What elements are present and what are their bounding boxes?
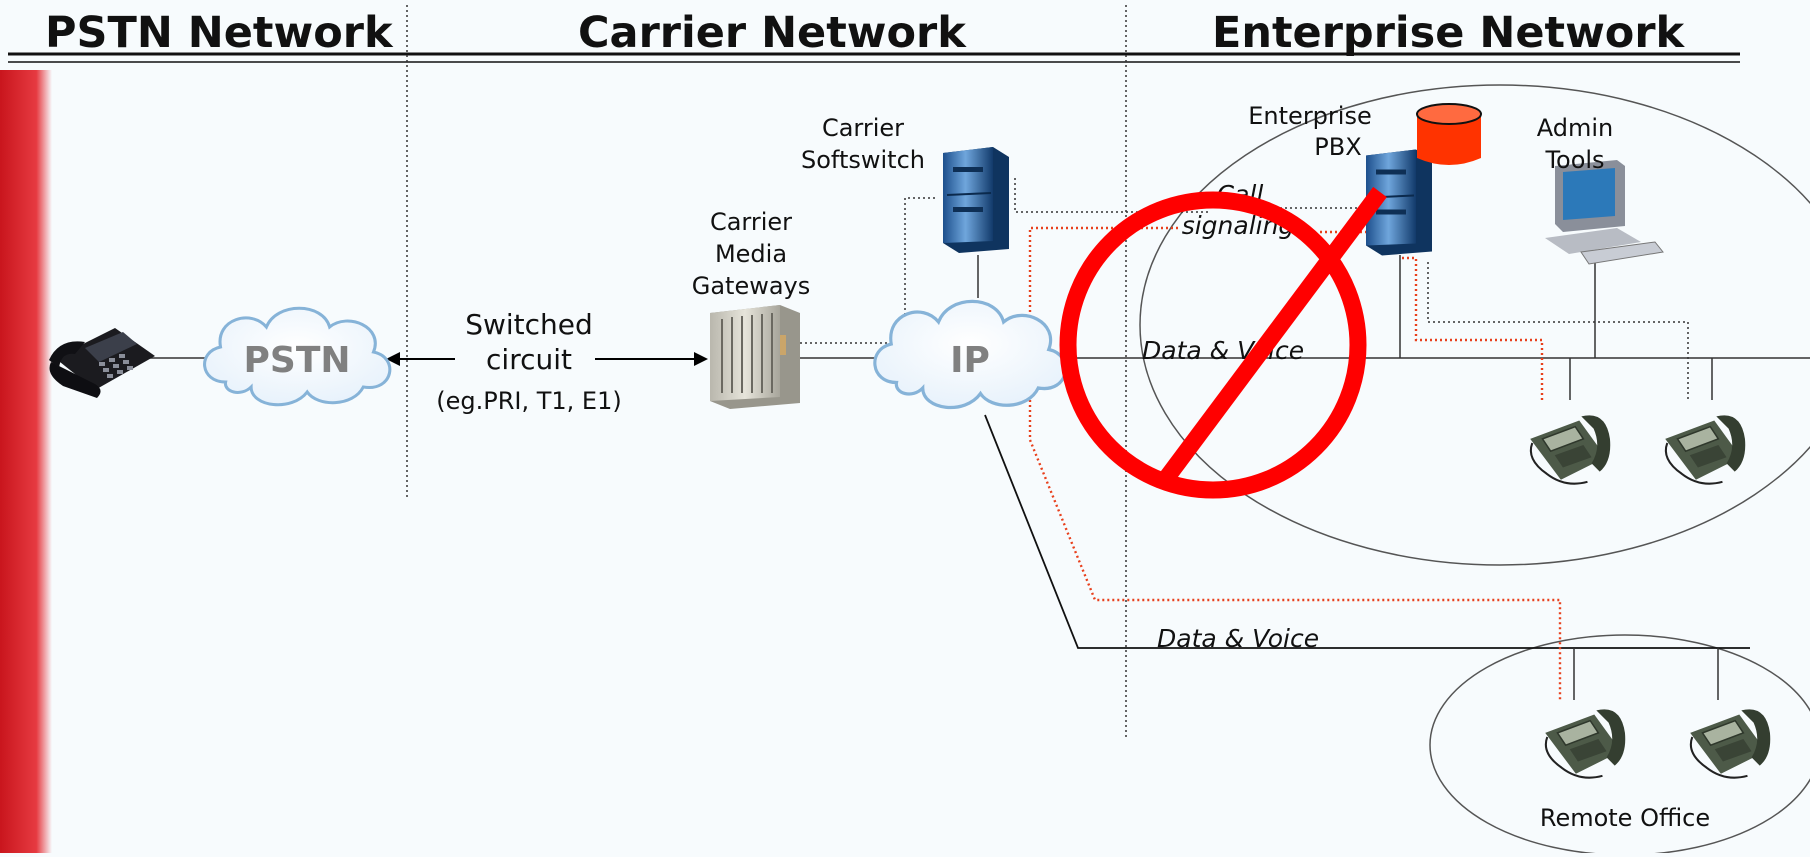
enterprise-drops: [1399, 255, 1719, 700]
header-pstn-network: PSTN Network: [45, 8, 393, 58]
softswitch-pbx-control-link: [1014, 178, 1210, 213]
gateways-label-3: Gateways: [692, 272, 811, 300]
softswitch-label-2: Softswitch: [801, 146, 925, 174]
data-voice-label-remote: Data & Voice: [1157, 624, 1319, 653]
ip-remote-link: [984, 414, 1750, 649]
admin-label-1: Admin: [1537, 114, 1614, 142]
ip-phone-icon: [1664, 414, 1747, 485]
softswitch-ip-control-link: [904, 197, 935, 340]
ip-phone-icon: [1529, 414, 1612, 485]
database-icon: [1416, 103, 1482, 165]
left-accent-bar: [0, 70, 52, 853]
softswitch-label-1: Carrier: [822, 114, 904, 142]
admin-label-2: Tools: [1544, 146, 1604, 174]
pstn-cloud-label: PSTN: [244, 340, 351, 381]
switched-label: Switched: [465, 308, 593, 341]
softswitch-server-icon: [941, 145, 1011, 255]
media-gateway-icon: [710, 305, 800, 409]
gateways-label-1: Carrier: [710, 208, 792, 236]
ip-phone-icon: [1544, 708, 1627, 779]
circuit-label: circuit: [486, 343, 572, 376]
pbx-label-2: PBX: [1314, 133, 1361, 161]
header-carrier-network: Carrier Network: [578, 8, 966, 58]
header-enterprise-network: Enterprise Network: [1212, 8, 1685, 58]
computer-icon: [1545, 160, 1664, 265]
arrowhead-left: [386, 352, 400, 366]
ip-cloud-label: IP: [950, 340, 990, 381]
enterprise-boundary: [1139, 84, 1810, 566]
ip-phone-icon: [1689, 708, 1772, 779]
desk-phone-icon: [49, 328, 155, 398]
arrowhead-right: [694, 352, 708, 366]
circuit-types-label: (eg.PRI, T1, E1): [436, 387, 621, 415]
prohibition-icon: [1059, 186, 1387, 499]
pbx-label-1: Enterprise: [1248, 102, 1371, 130]
gateways-label-2: Media: [715, 240, 787, 268]
remote-office-label: Remote Office: [1540, 804, 1710, 832]
